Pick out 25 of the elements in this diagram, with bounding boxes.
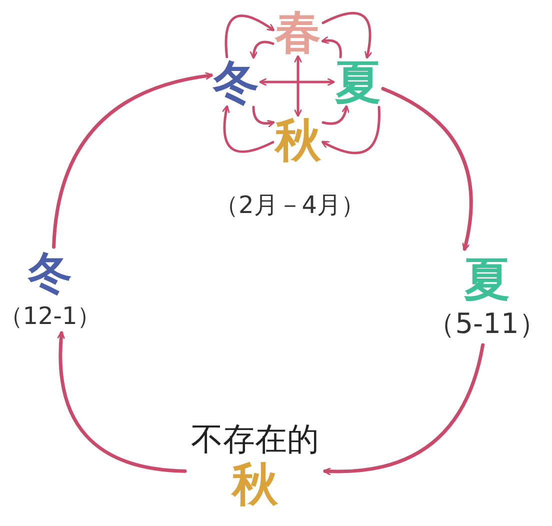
arrow (321, 106, 380, 154)
arrow (381, 86, 473, 252)
season-label: 冬 (28, 252, 72, 296)
arrow (322, 12, 372, 60)
arrow (258, 78, 336, 86)
arrow (322, 343, 485, 476)
arrow (320, 36, 342, 58)
caption-text: 不存在的 (191, 423, 319, 455)
arrow (252, 106, 276, 128)
month-range: （12-1） (0, 304, 102, 328)
season-label: 冬 (213, 59, 259, 105)
month-range: （2月－4月） (214, 193, 366, 217)
season-label: 夏 (464, 256, 510, 302)
arrow (250, 40, 274, 60)
arrow (224, 14, 275, 58)
arrow (294, 54, 302, 118)
season-label: 秋 (275, 117, 321, 163)
season-label: 秋 (232, 461, 278, 507)
arrow (52, 72, 214, 249)
month-range: （5-11） (427, 310, 547, 338)
season-label: 夏 (335, 59, 381, 105)
arrow (222, 104, 274, 153)
arrow (57, 330, 187, 473)
arrow (322, 104, 350, 125)
season-label: 春 (275, 9, 321, 55)
